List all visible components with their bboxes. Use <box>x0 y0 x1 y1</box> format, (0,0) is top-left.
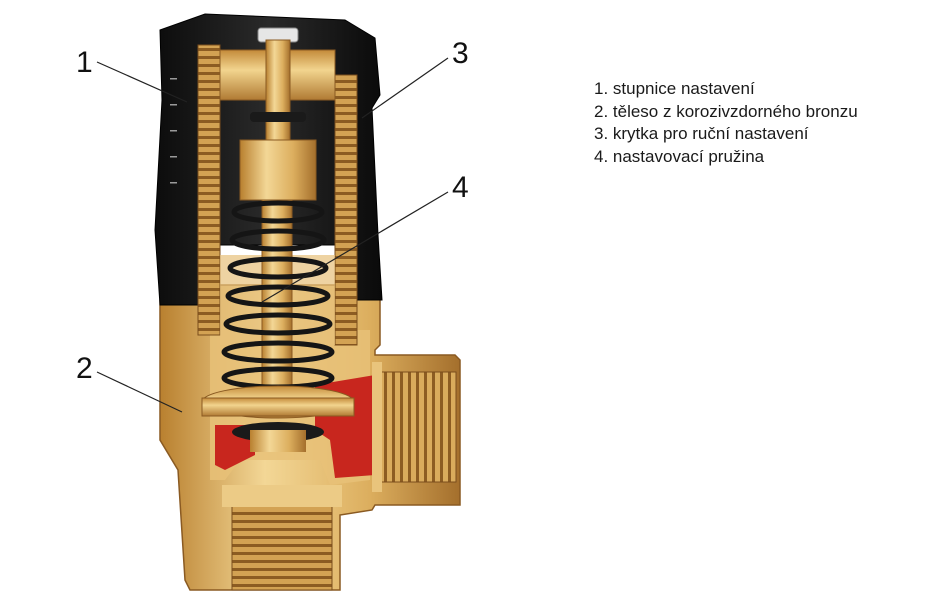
parts-legend: 1. stupnice nastavení 2. těleso z korozi… <box>594 78 858 168</box>
callout-line-1 <box>96 61 188 103</box>
callout-number-1: 1 <box>76 46 93 79</box>
legend-item-3: 3. krytka pro ruční nastavení <box>594 124 809 143</box>
callout-number-3: 3 <box>452 37 469 70</box>
callout-number-4: 4 <box>452 171 469 204</box>
valve-disc <box>201 385 355 452</box>
callout-lines <box>96 57 449 413</box>
callout-line-3 <box>361 57 449 119</box>
callout-line-4 <box>261 191 449 303</box>
callout-number-2: 2 <box>76 352 93 385</box>
adjustment-spring <box>221 200 335 390</box>
legend-item-1: 1. stupnice nastavení <box>594 79 755 98</box>
callout-line-2 <box>96 371 183 413</box>
legend-item-4: 4. nastavovací pružina <box>594 146 765 166</box>
scale-markings <box>170 78 177 184</box>
legend-item-2: 2. těleso z korozivzdorného bronzu <box>594 101 858 121</box>
